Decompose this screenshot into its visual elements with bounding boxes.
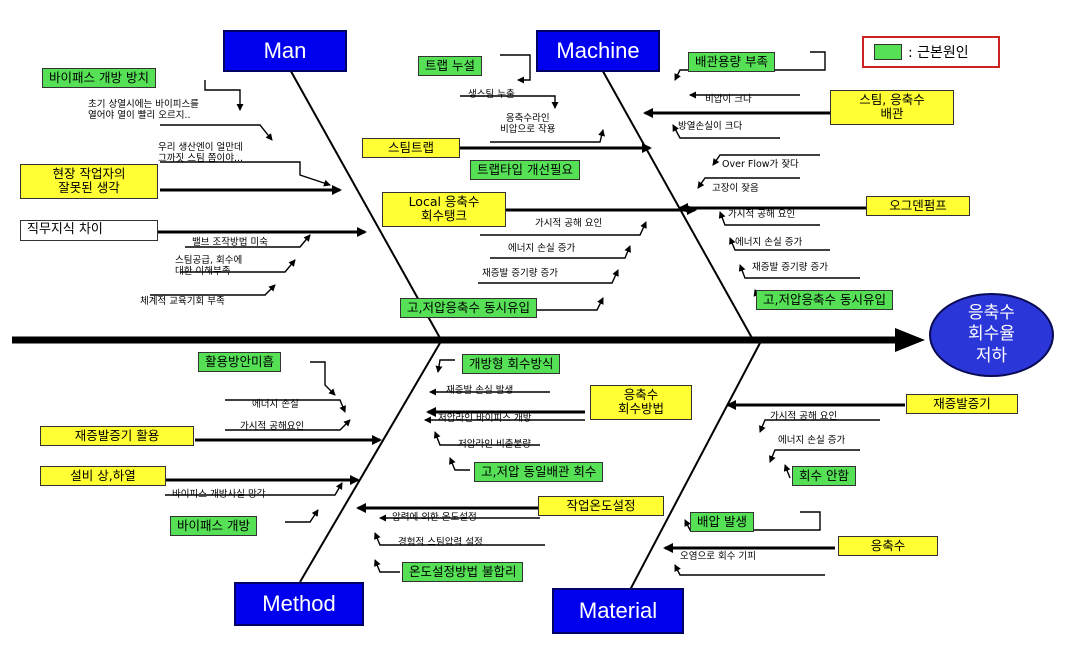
machine-root-cause-mixed-inflow-tank: 고,저압응축수 동시유입: [400, 298, 537, 319]
effect-head: 응축수 회수율 저하: [929, 293, 1054, 377]
man-root-cause-bypass-left-open: 바이패스 개방 방치: [42, 68, 156, 89]
man-thought-steam-cost: 우리 생산엔이 얼만데 그까짓 스팀 쫌이야...: [158, 142, 244, 164]
machine-pump-energy-loss: 에너지 손실 증가: [735, 237, 803, 248]
machine-breakdowns: 고장이 잦음: [712, 183, 759, 194]
method-cause-work-temp: 작업온도설정: [538, 496, 664, 517]
machine-pump-flash-steam: 재증발 증기량 증가: [752, 262, 828, 273]
machine-pump-visual-pollution: 가시적 공해 요인: [728, 209, 796, 220]
material-energy-loss: 에너지 손실 증가: [778, 435, 846, 446]
machine-root-cause-trap-type: 트랩타입 개선필요: [470, 160, 580, 181]
machine-tank-energy-loss: 에너지 손실 증가: [508, 243, 576, 254]
method-root-cause-no-utilization-plan: 활용방안미흡: [198, 352, 282, 373]
machine-cause-local-tank: Local 응축수 회수탱크: [382, 192, 506, 227]
legend-swatch: [874, 44, 902, 60]
man-cause-worker-mindset: 현장 작업자의 잘못된 생각: [20, 164, 158, 199]
method-lowpressure-discharge: 저압라인 비출불량: [458, 439, 531, 450]
method-empirical-pressure: 경험적 스팀압력 설정: [398, 537, 483, 548]
machine-tank-flash-steam: 재증발 증기량 증가: [482, 268, 558, 279]
machine-tank-visual-pollution: 가시적 공해 요인: [535, 218, 603, 229]
machine-backpressure-line: 응축수라인 비압으로 작용: [500, 113, 556, 135]
machine-cause-piping: 스팀, 응축수 배관: [830, 90, 954, 125]
man-steam-understanding: 스팀공급, 회수에 대한 이해부족: [175, 255, 243, 277]
method-lowpressure-bypass: 저압라인 바이피스 개방: [438, 413, 532, 424]
method-visual-pollution: 가시적 공해요인: [240, 421, 305, 432]
category-machine: Machine: [536, 30, 660, 72]
machine-live-steam-leak: 생스팀 누출: [468, 89, 515, 100]
material-cause-flash-steam: 재증발증기: [906, 394, 1018, 415]
category-man: Man: [223, 30, 347, 72]
machine-cause-steam-trap: 스팀트랩: [362, 138, 460, 159]
material-bone: [629, 342, 761, 591]
machine-root-cause-trap-leak: 트랩 누설: [418, 56, 482, 77]
man-cause-knowledge-gap: 직무지식 차이: [20, 220, 158, 241]
man-bone: [287, 65, 441, 339]
method-bone: [299, 342, 441, 583]
category-method: Method: [234, 582, 364, 626]
machine-overflow: Over Flow가 잦다: [722, 159, 799, 170]
method-root-cause-same-pipe: 고,저압 동일배관 회수: [474, 462, 604, 483]
machine-root-cause-mixed-inflow-pump: 고,저압응축수 동시유입: [756, 290, 893, 311]
method-root-cause-open-recovery: 개방형 회수방식: [462, 354, 561, 375]
method-cause-flash-steam-use: 재증발증기 활용: [40, 426, 194, 447]
legend: : 근본원인: [862, 36, 1000, 68]
method-pressure-temp-setting: 압력에 의한 온도설정: [392, 512, 477, 523]
method-cause-recovery-method: 응축수 회수방법: [590, 385, 692, 420]
method-root-cause-bypass-open: 바이패스 개방: [170, 516, 257, 537]
machine-bone: [599, 65, 753, 339]
machine-cause-ogden-pump: 오그덴펌프: [866, 196, 970, 217]
machine-heat-loss: 방열손실이 크다: [678, 121, 743, 132]
legend-text: : 근본원인: [908, 45, 969, 61]
material-contamination: 오염으로 회수 기피: [680, 551, 756, 562]
method-energy-loss: 에너지 손실: [252, 399, 299, 410]
material-cause-condensate: 응축수: [838, 536, 938, 557]
material-visual-pollution: 가시적 공해 요인: [770, 411, 838, 422]
method-flash-loss: 재증발 손실 발생: [446, 385, 514, 396]
machine-root-cause-pipe-capacity: 배관용량 부족: [688, 52, 775, 73]
method-root-cause-temp-setting: 온도설정방법 불합리: [402, 562, 524, 583]
category-material: Material: [552, 588, 684, 634]
man-valve-operation: 밸브 조작방법 미숙: [192, 237, 268, 248]
man-training-lack: 체계적 교육기회 부족: [140, 296, 225, 307]
method-cause-equipment-heating: 설비 상,하열: [40, 466, 166, 487]
material-root-cause-no-recovery: 회수 안함: [792, 466, 856, 487]
method-forgot-bypass-open: 바이피스 개방사실 망각: [172, 489, 266, 500]
material-root-cause-backpressure: 배압 발생: [690, 512, 754, 533]
man-thought-startup-bypass: 초기 상열시에는 바이피스를 열어야 열이 빨리 오르지..: [88, 99, 199, 121]
spine-arrowhead: [895, 328, 925, 352]
machine-high-backpressure: 비압이 크다: [705, 94, 752, 105]
